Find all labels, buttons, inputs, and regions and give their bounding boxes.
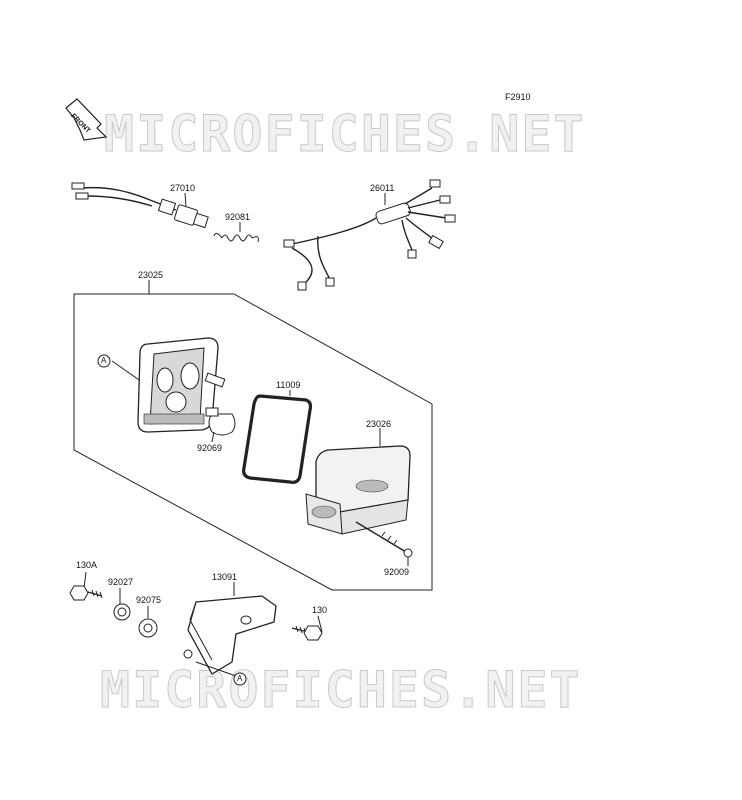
watermark-bottom: MICROFICHES.NET — [100, 661, 582, 719]
watermark-top: MICROFICHES.NET — [104, 105, 586, 163]
ref-marker-a-top-text: A — [101, 356, 107, 365]
lamp-base — [111, 337, 226, 433]
figure-code: F2910 — [505, 92, 531, 102]
label-130: 130 — [312, 605, 328, 615]
label-92009: 92009 — [384, 567, 410, 577]
label-92075: 92075 — [136, 595, 162, 605]
label-23025: 23025 — [138, 270, 164, 280]
harness-26011 — [283, 179, 456, 291]
ref-marker-a-bottom — [233, 672, 247, 686]
lens-23026 — [305, 428, 411, 535]
screw-92009 — [355, 521, 413, 566]
label-26011: 26011 — [370, 183, 395, 193]
switch-harness-27010 — [71, 182, 209, 229]
label-13091: 13091 — [212, 572, 238, 582]
label-130A: 130A — [76, 560, 98, 570]
bolt-130A — [69, 571, 103, 601]
ref-marker-a-bottom-text: A — [237, 674, 243, 683]
assembly-outline-23025 — [73, 280, 433, 591]
damper-92075 — [138, 606, 158, 638]
label-92027: 92027 — [108, 577, 134, 587]
spring-92081 — [213, 222, 259, 243]
label-27010: 27010 — [170, 183, 196, 193]
label-92081: 92081 — [225, 212, 251, 222]
bracket-13091 — [183, 582, 277, 677]
label-23026: 23026 — [366, 419, 392, 429]
gasket-11009 — [242, 390, 313, 484]
label-92069: 92069 — [197, 443, 223, 453]
collar-92027 — [113, 588, 131, 621]
ref-marker-a-top — [97, 354, 111, 368]
front-arrow-icon — [65, 98, 108, 141]
label-11009: 11009 — [276, 380, 301, 390]
bulb-92069 — [205, 407, 236, 443]
bolt-130 — [291, 615, 323, 641]
